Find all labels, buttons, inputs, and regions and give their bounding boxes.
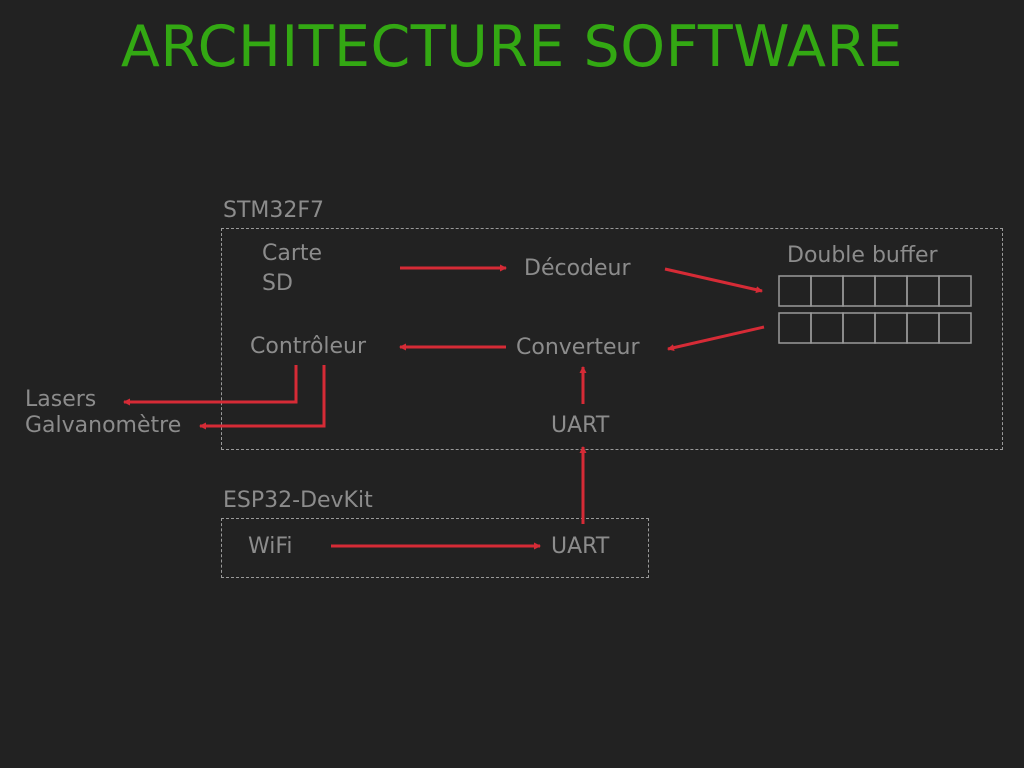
buffer-cell — [938, 275, 972, 307]
double-buffer-label: Double buffer — [787, 243, 938, 268]
convertisseur-node: Converteur — [516, 335, 640, 360]
arrow-controleur-to-lasers — [123, 365, 298, 406]
stm32-uart-node: UART — [551, 413, 610, 438]
carte-sd-line1: Carte — [262, 241, 323, 266]
wifi-node: WiFi — [248, 534, 293, 559]
buffer-cell — [842, 275, 876, 307]
controleur-node: Contrôleur — [250, 334, 367, 359]
stm32-box — [221, 228, 1003, 450]
buffer-cell — [906, 312, 940, 344]
esp32-box — [221, 518, 649, 578]
esp32-uart-node: UART — [551, 534, 610, 559]
esp32-label: ESP32-DevKit — [223, 488, 373, 513]
decodeur-node: Décodeur — [524, 256, 631, 281]
galvanometre-output: Galvanomètre — [25, 413, 182, 438]
arrow-decodeur-to-buffer — [664, 267, 763, 294]
buffer-cell — [810, 312, 844, 344]
stm32-label: STM32F7 — [223, 198, 325, 223]
arrow-buffer-to-convertisseur — [667, 325, 765, 352]
buffer-cell — [874, 275, 908, 307]
lasers-output: Lasers — [25, 387, 97, 412]
buffer-cell — [938, 312, 972, 344]
buffer-cell — [906, 275, 940, 307]
buffer-cell — [874, 312, 908, 344]
buffer-cell — [778, 275, 812, 307]
double-buffer-grid — [778, 275, 972, 344]
buffer-cell — [778, 312, 812, 344]
buffer-cell — [810, 275, 844, 307]
arrow-controleur-to-galvanometre — [199, 365, 326, 430]
buffer-cell — [842, 312, 876, 344]
page-title: ARCHITECTURE SOFTWARE — [120, 14, 904, 80]
carte-sd-line2: SD — [262, 271, 293, 296]
